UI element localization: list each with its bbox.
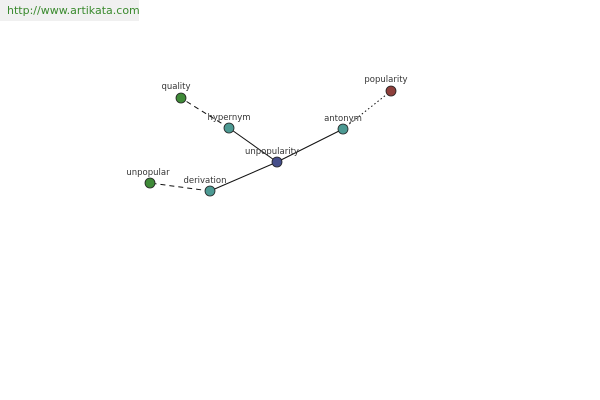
node-unpopular[interactable]: unpopular	[126, 168, 170, 189]
node-antonym[interactable]: antonym	[324, 114, 362, 135]
edge-unpopularity-derivation	[209, 161, 278, 192]
edge-hypernym-quality	[180, 97, 230, 129]
node-popularity[interactable]: popularity	[364, 75, 408, 97]
node-derivation[interactable]: derivation	[183, 176, 227, 197]
node-quality[interactable]: quality	[161, 82, 191, 104]
node-circle-hypernym[interactable]	[223, 122, 235, 134]
node-label-derivation: derivation	[183, 176, 226, 186]
node-circle-unpopularity[interactable]	[271, 156, 283, 168]
node-label-unpopular: unpopular	[126, 168, 170, 178]
watermark-url[interactable]: http://www.artikata.com	[0, 0, 139, 21]
edge-unpopularity-antonym	[276, 128, 344, 163]
edge-unpopularity-hypernym	[228, 127, 278, 163]
node-circle-popularity[interactable]	[385, 85, 397, 97]
nodes-layer: unpopularity antonym popularity hypernym qua…	[126, 75, 408, 197]
node-hypernym[interactable]: hypernym	[207, 113, 251, 134]
edges-layer	[149, 90, 392, 192]
node-circle-unpopular[interactable]	[144, 177, 156, 189]
node-circle-quality[interactable]	[175, 92, 187, 104]
node-label-antonym: antonym	[324, 114, 362, 124]
node-label-quality: quality	[161, 82, 190, 92]
node-unpopularity[interactable]: unpopularity	[245, 147, 299, 168]
node-label-popularity: popularity	[364, 75, 407, 85]
node-label-unpopularity: unpopularity	[245, 147, 299, 157]
node-label-hypernym: hypernym	[207, 113, 250, 123]
node-circle-derivation[interactable]	[204, 185, 216, 197]
edge-derivation-unpopular	[149, 182, 211, 192]
node-circle-antonym[interactable]	[337, 123, 349, 135]
